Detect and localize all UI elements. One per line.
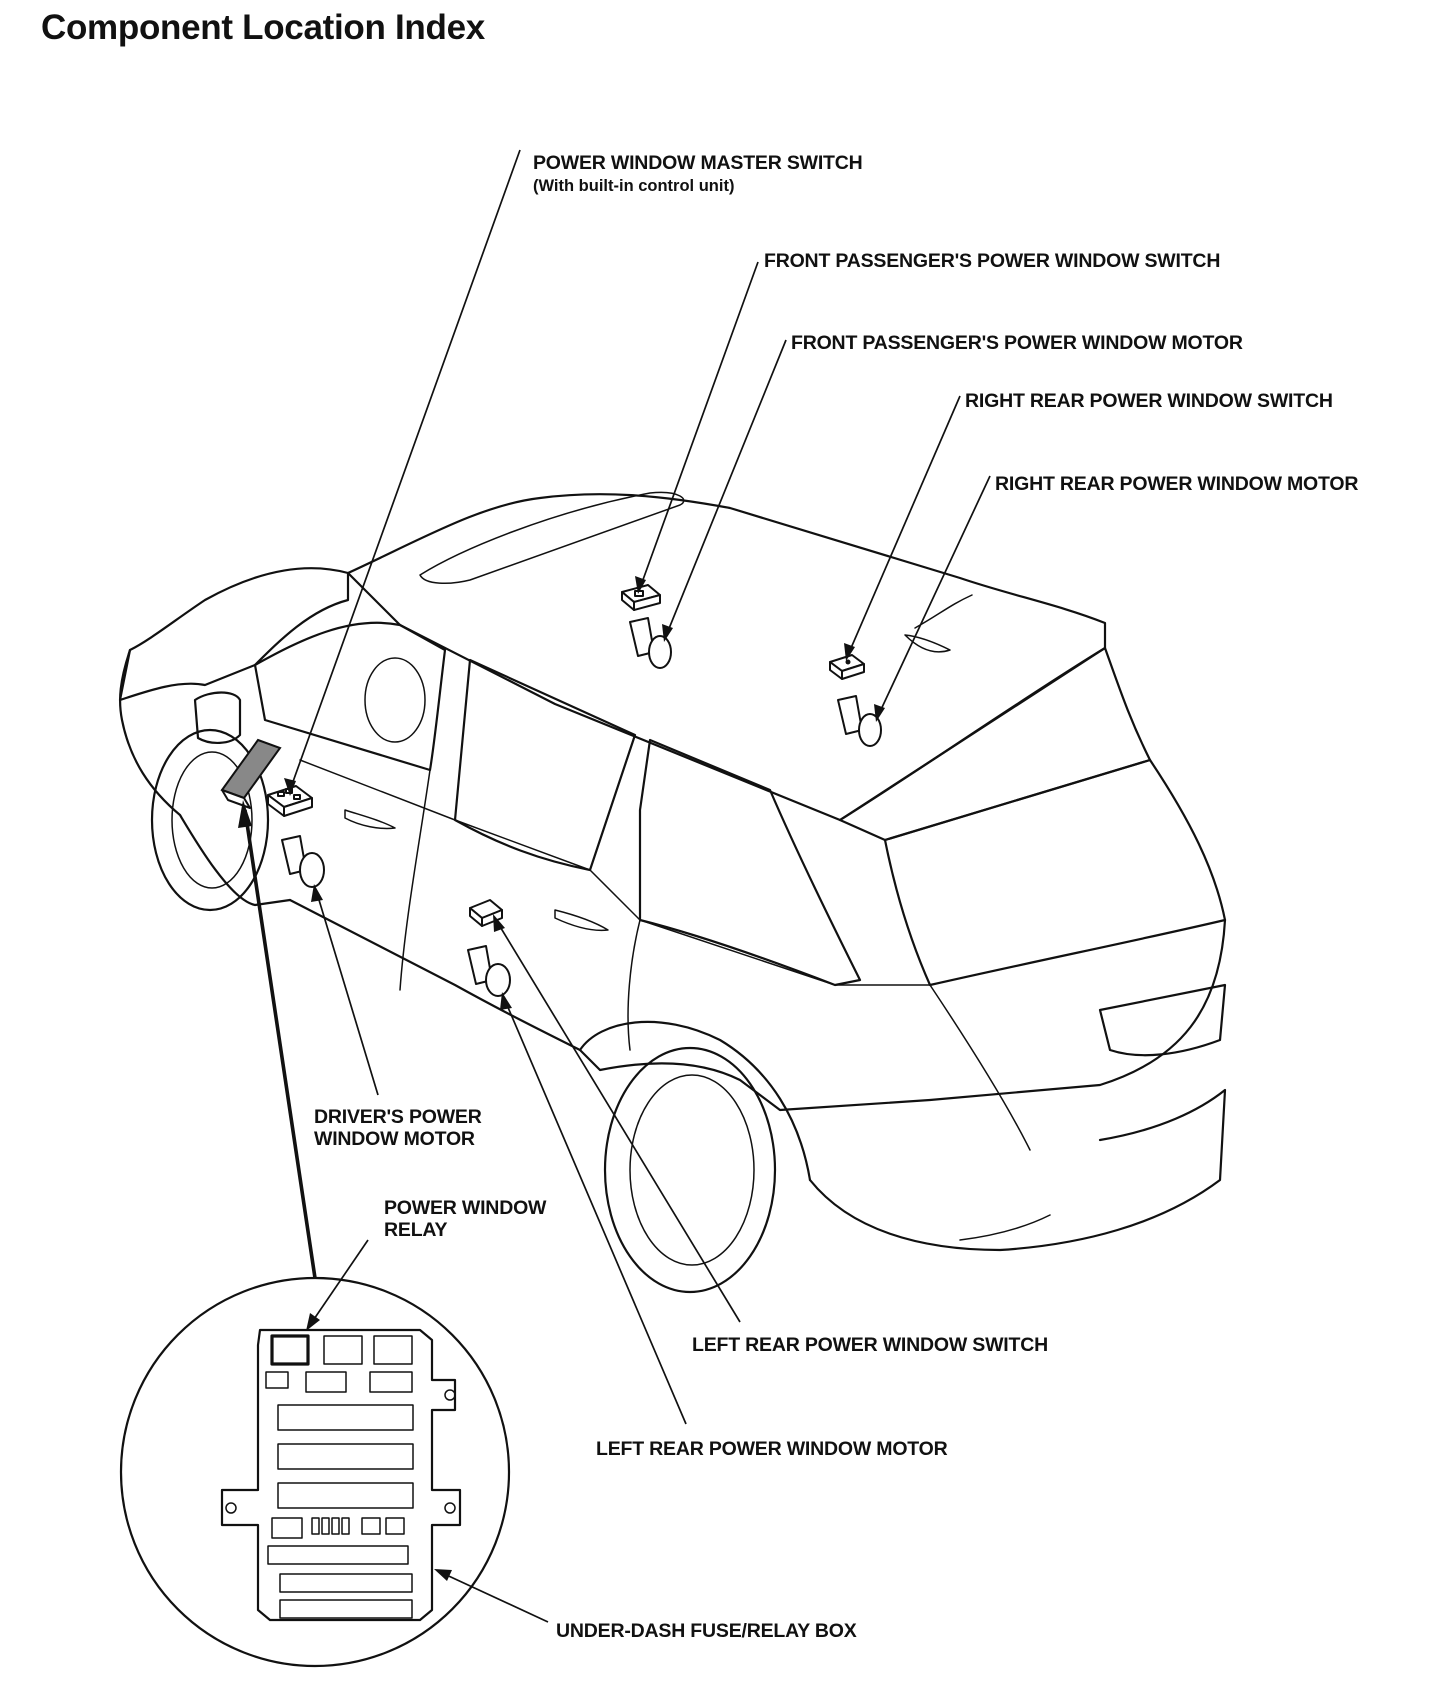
label-right-rear-motor: RIGHT REAR POWER WINDOW MOTOR: [995, 473, 1358, 495]
label-fuse-relay-box: UNDER-DASH FUSE/RELAY BOX: [556, 1620, 857, 1642]
rear-wheel-rim: [629, 1074, 755, 1266]
front-passenger-motor-part: [629, 617, 672, 669]
rear-glass: [883, 758, 1227, 987]
vehicle-hood: [118, 567, 350, 702]
fuse-row-top: [311, 1517, 405, 1535]
rear-reflector: [959, 1214, 1051, 1241]
right-rear-switch-part: [829, 654, 865, 680]
relay-slot-power-window: [270, 1334, 310, 1366]
label-left-rear-switch: LEFT REAR POWER WINDOW SWITCH: [692, 1334, 1048, 1356]
master-switch-part: [267, 785, 313, 817]
left-rear-motor-part: [467, 945, 511, 997]
driver-motor-part: [281, 835, 325, 888]
leader-power-window-relay: [309, 1239, 369, 1326]
front-wheel: [150, 728, 270, 912]
leader-driver-motor: [315, 889, 379, 1096]
leader-lines: [238, 149, 991, 1623]
page-title: Component Location Index: [41, 8, 485, 47]
rear-door-seam: [627, 919, 641, 1051]
tailgate-seam: [929, 984, 1031, 1151]
callout-labels: POWER WINDOW MASTER SWITCH (With built-i…: [314, 152, 1359, 1642]
leader-relay-to-vehicle: [243, 809, 317, 1279]
fuse-box-inset: [119, 1276, 511, 1668]
label-driver-motor-1: DRIVER'S POWER: [314, 1106, 482, 1128]
leader-right-rear-switch: [847, 395, 961, 656]
leader-master-switch: [289, 149, 521, 791]
leader-left-rear-motor: [503, 997, 687, 1425]
steering-wheel: [364, 657, 426, 743]
front-door-seam: [399, 769, 431, 991]
vehicle-front-fender: [118, 648, 292, 907]
label-right-rear-switch: RIGHT REAR POWER WINDOW SWITCH: [965, 390, 1333, 412]
sunroof: [419, 491, 685, 585]
leader-front-passenger-motor: [665, 339, 787, 637]
belt-line: [299, 759, 931, 986]
side-mirror: [193, 691, 242, 744]
label-front-passenger-motor: FRONT PASSENGER'S POWER WINDOW MOTOR: [791, 332, 1243, 354]
roof-antenna: [914, 594, 973, 629]
front-door-window: [453, 658, 637, 872]
windshield: [253, 621, 447, 772]
rear-door-window: [638, 738, 862, 987]
leader-right-rear-motor: [877, 475, 991, 717]
vehicle-illustration: [118, 491, 1227, 1294]
leader-left-rear-switch: [495, 919, 741, 1323]
rear-door-handle: [554, 909, 609, 932]
inset-circle: [119, 1276, 511, 1668]
fuse-box-body: [220, 1328, 462, 1622]
label-master-switch-note: (With built-in control unit): [533, 177, 734, 195]
label-master-switch: POWER WINDOW MASTER SWITCH: [533, 152, 863, 174]
front-door-handle: [344, 809, 396, 830]
left-rear-switch-part: [469, 899, 503, 927]
rear-spoiler: [838, 646, 1152, 842]
leader-front-passenger-switch: [639, 261, 759, 589]
leader-fuse-relay-box: [439, 1571, 549, 1623]
rear-bumper: [808, 1088, 1227, 1252]
fuse-rows: [267, 1545, 413, 1619]
label-driver-motor-2: WINDOW MOTOR: [314, 1128, 475, 1150]
label-front-passenger-switch: FRONT PASSENGER'S POWER WINDOW SWITCH: [764, 250, 1220, 272]
rear-wheel-arch: [578, 1020, 812, 1182]
tail-lamp: [1098, 983, 1227, 1057]
rear-wheel: [603, 1046, 777, 1294]
front-wheel-rim: [171, 751, 253, 889]
right-rear-motor-part: [837, 695, 882, 747]
label-left-rear-motor: LEFT REAR POWER WINDOW MOTOR: [596, 1438, 948, 1460]
vehicle-body-side: [288, 898, 1227, 1112]
label-power-window-relay-1: POWER WINDOW: [384, 1197, 547, 1219]
label-power-window-relay-2: RELAY: [384, 1219, 447, 1241]
